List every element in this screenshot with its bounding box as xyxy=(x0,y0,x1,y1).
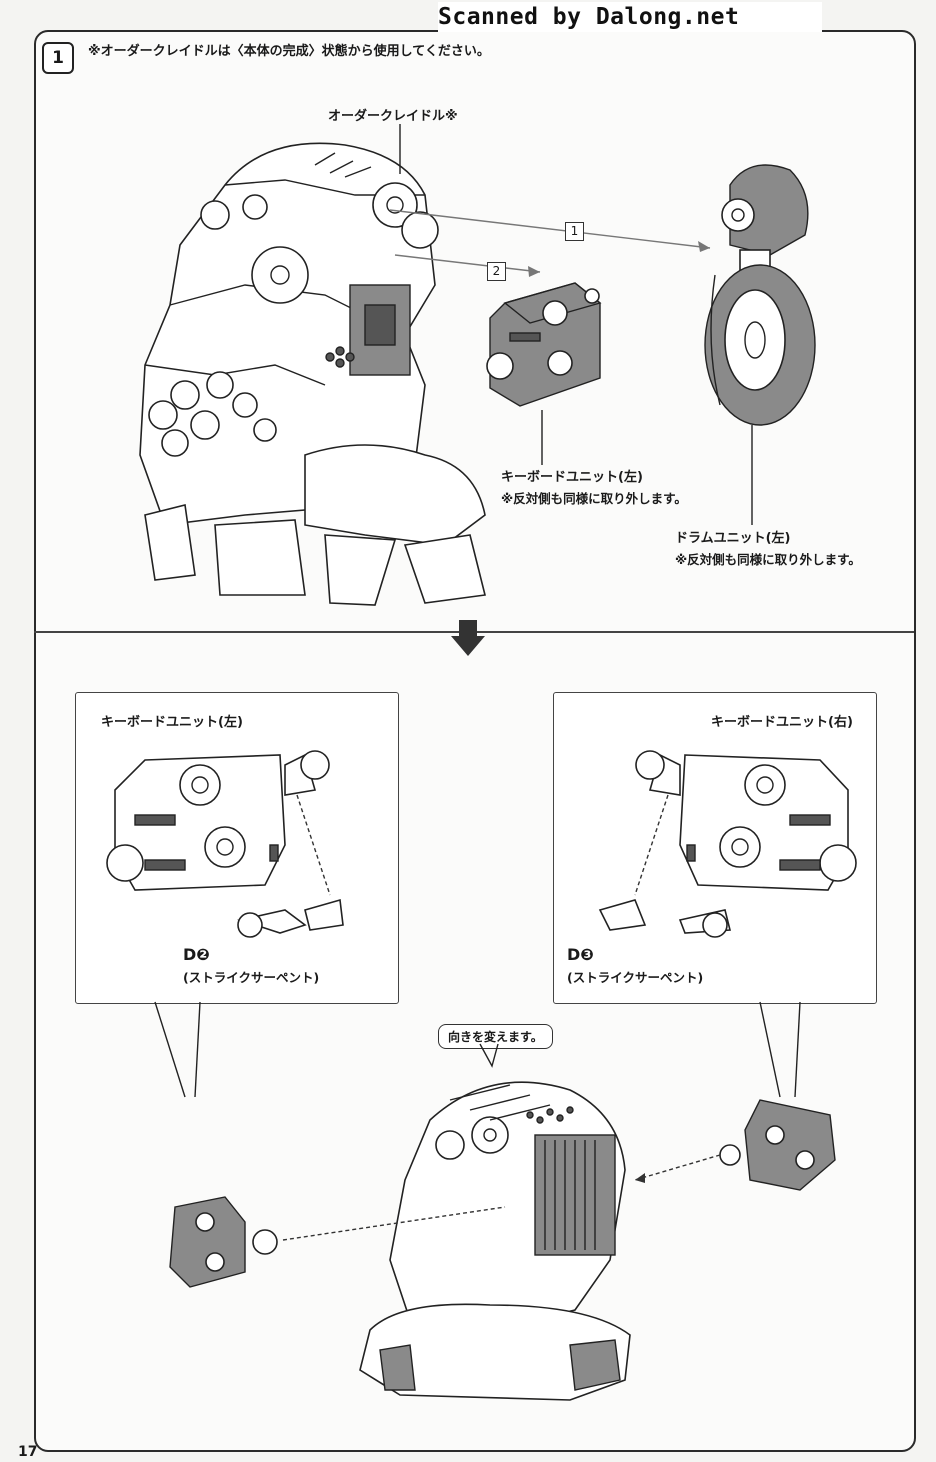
drum-leader-line xyxy=(751,425,753,525)
part-name-left: (ストライクサーペント) xyxy=(183,970,320,985)
keyboard-unit-attach-right xyxy=(634,1099,836,1191)
rotated-cradle-assembly-illustration xyxy=(359,1081,631,1401)
removal-arrows xyxy=(389,209,711,277)
scanner-watermark: Scanned by Dalong.net xyxy=(438,2,822,32)
part-code-d2: D xyxy=(183,945,197,964)
order-cradle-label: オーダークレイドル※ xyxy=(328,109,458,124)
cradle-leader-line xyxy=(399,124,401,174)
callout-1: 1 xyxy=(565,222,584,241)
keyboard-left-title: キーボードユニット(左) xyxy=(501,470,643,485)
detail-right-title: キーボードユニット(右) xyxy=(711,715,853,730)
part-code-d3: D xyxy=(567,945,581,964)
drum-left-note: ※反対側も同様に取り外します。 xyxy=(675,552,861,567)
order-cradle-illustration xyxy=(139,142,486,606)
part-number-2: ❷ xyxy=(196,945,210,964)
box-leader-lines xyxy=(154,1001,801,1098)
bubble-tail xyxy=(479,1043,499,1068)
callout-2: 2 xyxy=(487,262,506,281)
keyboard-unit-left-illustration xyxy=(486,282,602,407)
keyboard-left-note: ※反対側も同様に取り外します。 xyxy=(501,491,687,506)
part-number-3: ❸ xyxy=(580,945,594,964)
step-number: 1 xyxy=(42,42,74,74)
page-number: 17 xyxy=(18,1444,38,1460)
keyboard-unit-attach-left xyxy=(169,1196,506,1288)
keyboard-unit-left-detail-illustration xyxy=(106,750,344,938)
drum-left-title: ドラムユニット(左) xyxy=(675,531,791,546)
drum-left-caption: ドラムユニット(左) ※反対側も同様に取り外します。 xyxy=(675,527,861,568)
part-name-right: (ストライクサーペント) xyxy=(567,970,704,985)
down-arrow-icon xyxy=(451,620,485,656)
keyboard-unit-right-detail-illustration xyxy=(598,750,857,938)
keyboard-left-caption: キーボードユニット(左) ※反対側も同様に取り外します。 xyxy=(501,466,687,507)
step-note: ※オーダークレイドルは〈本体の完成〉状態から使用してください。 xyxy=(88,44,490,59)
detail-left-part: D❷ (ストライクサーペント) xyxy=(183,945,319,986)
detail-left-title: キーボードユニット(左) xyxy=(101,715,243,730)
keyboard-leader-line xyxy=(541,410,543,465)
detail-right-part: D❸ (ストライクサーペント) xyxy=(567,945,703,986)
rotate-note-bubble: 向きを変えます。 xyxy=(438,1024,553,1049)
drum-unit-left-illustration xyxy=(704,164,816,426)
